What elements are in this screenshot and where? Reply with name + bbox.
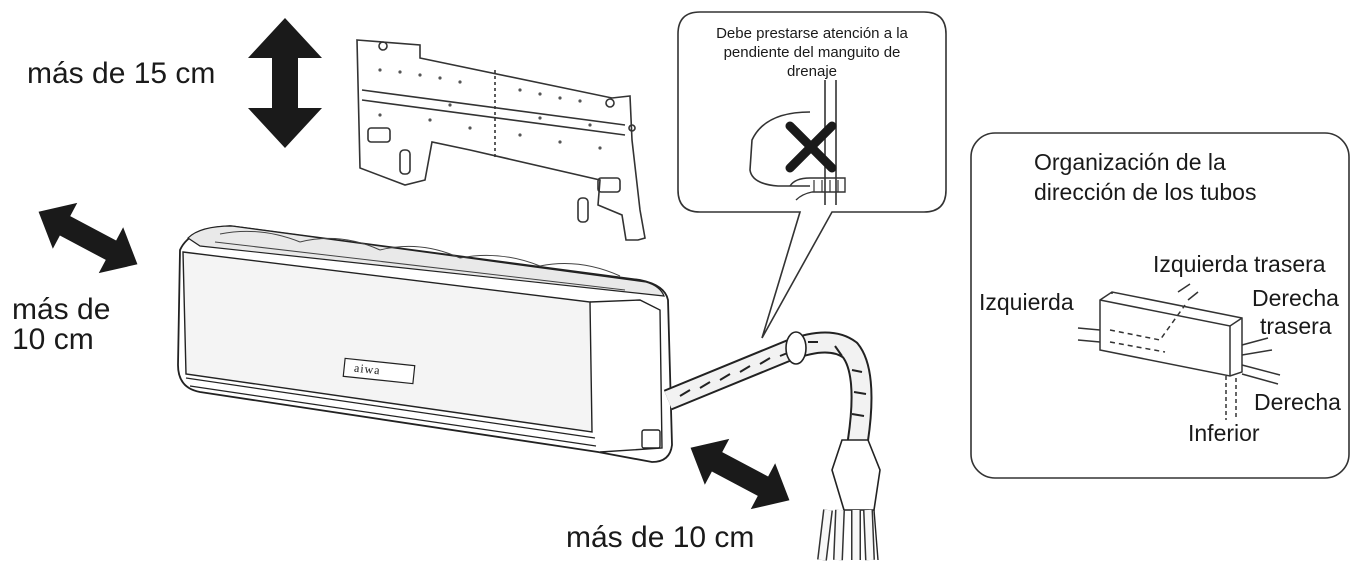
- clearance-top-label: más de 15 cm: [27, 57, 216, 90]
- clearance-left-label-line1: más de: [12, 293, 111, 326]
- double-arrow-diagonal-icon: [690, 438, 790, 510]
- indoor-unit-grille: [214, 230, 626, 291]
- brand-logo: aiwa: [353, 360, 382, 378]
- piping-label-right: Derecha: [1254, 389, 1341, 415]
- piping-label-bottom: Inferior: [1188, 420, 1260, 446]
- piping-label-rear-left: Izquierda trasera: [1153, 251, 1326, 277]
- cross-icon: [785, 121, 837, 173]
- callout-text-line3: drenaje: [786, 63, 838, 81]
- mounting-plate-holes: [378, 68, 602, 150]
- callout-text: Debe prestarse atención a la pendiente d…: [683, 24, 941, 82]
- callout-text-line1: Debe prestarse atención a la: [716, 25, 908, 42]
- mounting-plate: [356, 39, 646, 241]
- double-arrow-diagonal-icon: [38, 202, 138, 274]
- piping-label-rear-right-line2: trasera: [1260, 313, 1332, 339]
- clearance-left-label-line2: 10 cm: [12, 323, 94, 356]
- callout-text-line2: pendiente del manguito de: [723, 44, 901, 62]
- drain-callout: [677, 11, 947, 339]
- piping-direction-drawing: [1077, 283, 1281, 420]
- piping-title-line1: Organización de la: [1034, 149, 1226, 175]
- brand-plate: [342, 357, 416, 385]
- piping-label-rear-right-line1: Derecha: [1252, 285, 1339, 311]
- piping-label-left: Izquierda: [979, 289, 1074, 315]
- indoor-unit: [177, 225, 673, 463]
- double-arrow-vertical-icon: [248, 18, 322, 148]
- piping-title-line2: dirección de los tubos: [1034, 179, 1257, 205]
- clearance-right-label: más de 10 cm: [566, 521, 755, 554]
- callout-drawing: [749, 80, 846, 205]
- pipe-bundle: [663, 331, 881, 561]
